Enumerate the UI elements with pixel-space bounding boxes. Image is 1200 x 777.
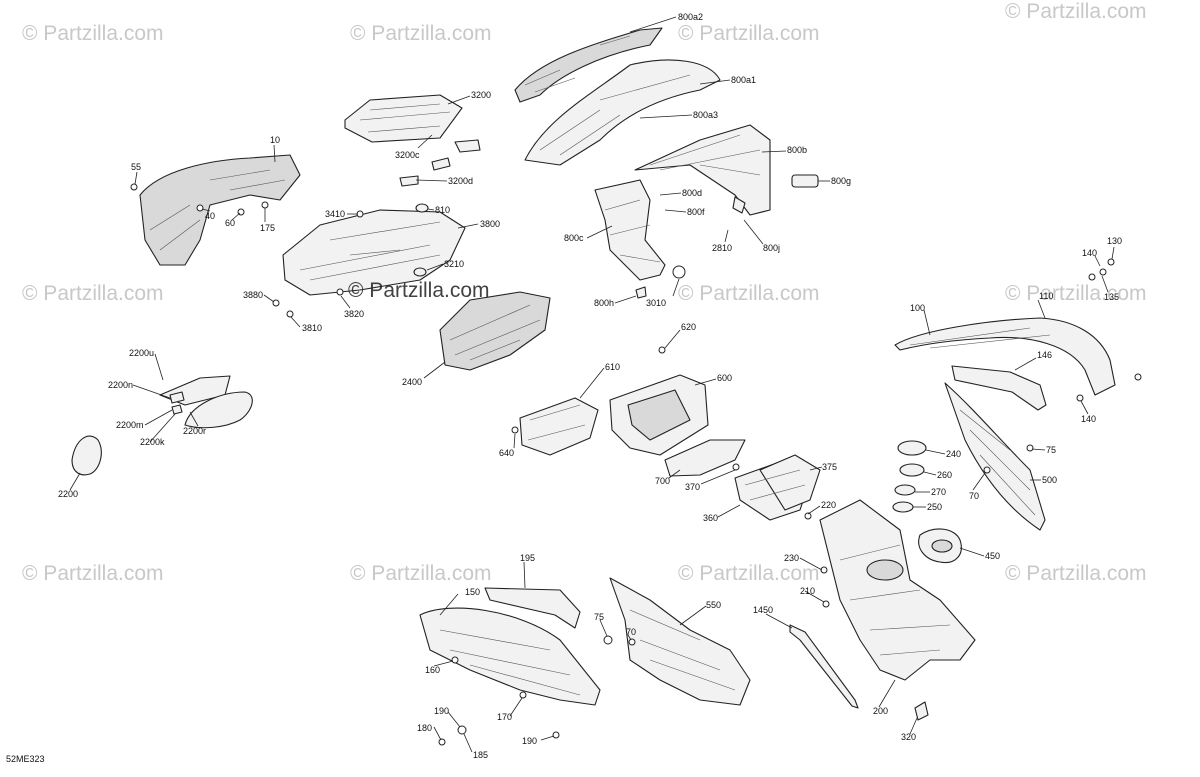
callout: 2200k [140, 437, 165, 447]
callout: 2200 [58, 489, 78, 499]
callout: 260 [937, 470, 952, 480]
callout: 320 [901, 732, 916, 742]
callout: 200 [873, 706, 888, 716]
watermark-center: © Partzilla.com [348, 279, 490, 302]
callout: 40 [205, 211, 215, 221]
callout: 2200m [116, 420, 144, 430]
callout: 175 [260, 223, 275, 233]
callout: 2200r [183, 426, 206, 436]
callout: 360 [703, 513, 718, 523]
callout: 3800 [480, 219, 500, 229]
callout: 370 [685, 482, 700, 492]
callout: 75 [1046, 445, 1056, 455]
part-drawings [71, 27, 1142, 746]
watermark: © Partzilla.com [22, 562, 164, 585]
callout: 800h [594, 298, 614, 308]
callout: 800c [564, 233, 584, 243]
callout: 500 [1042, 475, 1057, 485]
callout: 230 [784, 553, 799, 563]
watermark: © Partzilla.com [22, 22, 164, 45]
callout: 140 [1082, 248, 1097, 258]
callout: 210 [800, 586, 815, 596]
callout: 140 [1081, 414, 1096, 424]
callout: 70 [626, 627, 636, 637]
callout: 3210 [444, 259, 464, 269]
callout: 800a3 [693, 110, 718, 120]
callout: 270 [931, 487, 946, 497]
callout: 800j [763, 243, 780, 253]
callout: 600 [717, 373, 732, 383]
callout: 800a2 [678, 12, 703, 22]
callout: 3810 [302, 323, 322, 333]
callout: 800b [787, 145, 807, 155]
callout: 10 [270, 135, 280, 145]
callout: 2810 [712, 243, 732, 253]
callout: 700 [655, 476, 670, 486]
callout: 3200 [471, 90, 491, 100]
callout: 610 [605, 362, 620, 372]
callout: 100 [910, 303, 925, 313]
callout: 250 [927, 502, 942, 512]
watermark: © Partzilla.com [1005, 282, 1147, 305]
watermark: © Partzilla.com [22, 282, 164, 305]
callout: 620 [681, 322, 696, 332]
callout: 800g [831, 176, 851, 186]
callout: 550 [706, 600, 721, 610]
watermark: © Partzilla.com [350, 562, 492, 585]
watermark: © Partzilla.com [678, 562, 820, 585]
callout: 3880 [243, 290, 263, 300]
callout: 195 [520, 553, 535, 563]
callout: 110 [1039, 291, 1053, 301]
callout: 450 [985, 551, 1000, 561]
callout: 3820 [344, 309, 364, 319]
callout: 2400 [402, 377, 422, 387]
callout: 2200n [108, 380, 133, 390]
callout: 2200u [129, 348, 154, 358]
callout: 220 [821, 500, 836, 510]
callout: 240 [946, 449, 961, 459]
callout: 60 [225, 218, 235, 228]
watermark: © Partzilla.com [1005, 562, 1147, 585]
callout: 3200d [448, 176, 473, 186]
watermark: © Partzilla.com [678, 22, 820, 45]
callout: 185 [473, 750, 488, 760]
callout: 130 [1107, 236, 1122, 246]
callout: 180 [417, 723, 432, 733]
callout: 170 [497, 712, 512, 722]
callout: 190 [434, 706, 449, 716]
callout: 800f [687, 207, 705, 217]
callout: 146 [1037, 350, 1052, 360]
leader-lines [69, 16, 1115, 753]
diagram-reference-number: 52ME323 [6, 754, 45, 764]
watermark: © Partzilla.com [350, 22, 492, 45]
callout: 3200c [395, 150, 420, 160]
callout: 135 [1104, 292, 1119, 302]
callout: 150 [465, 587, 480, 597]
callout: 640 [499, 448, 514, 458]
callout: 800a1 [731, 75, 756, 85]
callout: 810 [435, 205, 450, 215]
watermark: © Partzilla.com [1005, 0, 1147, 23]
callout: 1450 [753, 605, 773, 615]
callout: 55 [131, 162, 141, 172]
watermarks: © Partzilla.com © Partzilla.com © Partzi… [22, 0, 1147, 585]
callout: 70 [969, 491, 979, 501]
callout: 75 [594, 612, 604, 622]
callout: 800d [682, 188, 702, 198]
callout: 3410 [325, 209, 345, 219]
callout-labels: 800a2 800a1 800a3 3200 3200c 3200d 10 55… [58, 12, 1122, 760]
callout: 375 [822, 462, 837, 472]
callout: 3010 [646, 298, 666, 308]
callout: 190 [522, 736, 537, 746]
callout: 160 [425, 665, 440, 675]
watermark: © Partzilla.com [678, 282, 820, 305]
